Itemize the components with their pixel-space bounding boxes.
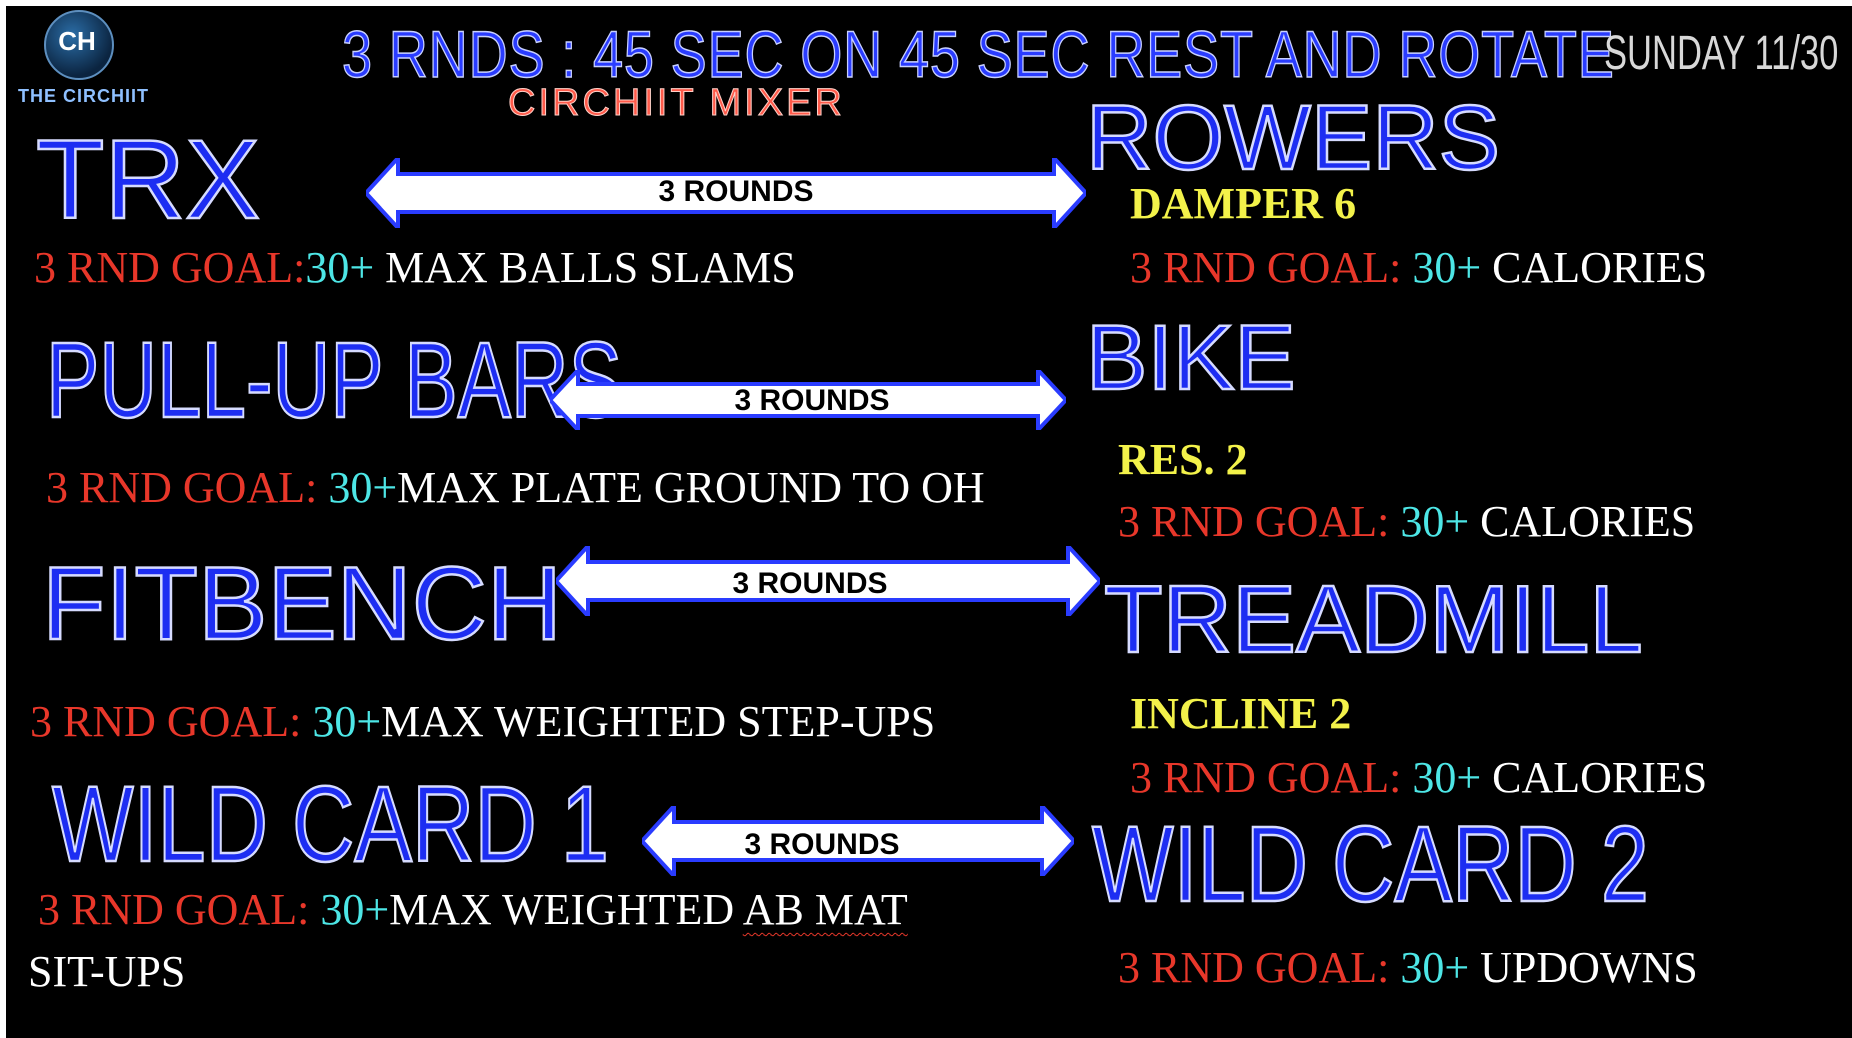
station-pullup-title: PULL-UP BARS <box>45 319 623 440</box>
rotate-arrow-1 <box>366 158 1086 228</box>
goal-target: 30+ <box>1400 497 1470 546</box>
station-rowers-title: ROWERS <box>1085 87 1502 189</box>
goal-prefix: 3 RND GOAL: <box>30 697 302 746</box>
trx-exercise: MAX BALLS SLAMS <box>385 243 796 292</box>
goal-prefix: 3 RND GOAL: <box>1118 943 1390 992</box>
goal-target: 30+ <box>1412 753 1482 802</box>
goal-target: 30+ <box>1412 243 1482 292</box>
treadmill-exercise: CALORIES <box>1492 753 1708 802</box>
page-subtitle: CIRCHIIT MIXER <box>508 82 845 125</box>
wildcard2-exercise: UPDOWNS <box>1480 943 1698 992</box>
wildcard1-exercise-line2: SIT-UPS <box>28 947 186 996</box>
treadmill-setting: INCLINE 2 <box>1130 689 1352 738</box>
treadmill-goal: 3 RND GOAL: 30+ CALORIES <box>1130 756 1707 800</box>
goal-prefix: 3 RND GOAL: <box>34 243 306 292</box>
rowers-exercise: CALORIES <box>1492 243 1708 292</box>
goal-prefix: 3 RND GOAL: <box>1118 497 1390 546</box>
bike-goal: 3 RND GOAL: 30+ CALORIES <box>1118 500 1695 544</box>
wildcard1-goal: 3 RND GOAL: 30+MAX WEIGHTED AB MAT <box>38 888 908 932</box>
pullup-exercise: MAX PLATE GROUND TO OH <box>397 463 985 512</box>
wildcard1-exercise-a: MAX WEIGHTED <box>389 885 743 934</box>
wildcard1-exercise-b: AB MAT <box>742 885 908 934</box>
rowers-setting: DAMPER 6 <box>1130 179 1357 228</box>
date-label: SUNDAY 11/30 <box>1604 27 1839 80</box>
station-treadmill-title: TREADMILL <box>1103 566 1644 673</box>
logo-monogram: CH <box>58 26 96 56</box>
arrow-1-label: 3 ROUNDS <box>658 175 814 208</box>
fitbench-goal: 3 RND GOAL: 30+MAX WEIGHTED STEP-UPS <box>30 700 935 744</box>
goal-prefix: 3 RND GOAL: <box>38 885 310 934</box>
goal-target: 30+ <box>305 243 375 292</box>
station-wildcard1-title: WILD CARD 1 <box>51 763 610 884</box>
fitbench-exercise: MAX WEIGHTED STEP-UPS <box>381 697 936 746</box>
page-title: 3 RNDS : 45 SEC ON 45 SEC REST AND ROTAT… <box>341 16 1615 92</box>
arrow-2-label: 3 ROUNDS <box>734 384 890 417</box>
goal-target: 30+ <box>312 697 382 746</box>
goal-prefix: 3 RND GOAL: <box>46 463 318 512</box>
rotate-arrow-2 <box>550 370 1066 430</box>
logo-brand: THE CIRCHIIT <box>18 86 149 106</box>
station-trx-title: TRX <box>35 117 262 242</box>
logo-badge-icon <box>44 10 114 80</box>
station-wildcard2-title: WILD CARD 2 <box>1091 803 1650 924</box>
wildcard2-goal: 3 RND GOAL: 30+ UPDOWNS <box>1118 946 1698 990</box>
goal-target: 30+ <box>1400 943 1470 992</box>
bike-setting: RES. 2 <box>1118 435 1248 484</box>
trx-goal: 3 RND GOAL:30+ MAX BALLS SLAMS <box>34 246 796 290</box>
rotate-arrow-4 <box>642 806 1074 876</box>
arrow-3-label: 3 ROUNDS <box>732 567 888 600</box>
workout-board: CH THE CIRCHIIT 3 RNDS : 45 SEC ON 45 SE… <box>6 6 1852 1038</box>
pullup-goal: 3 RND GOAL: 30+MAX PLATE GROUND TO OH <box>46 466 985 510</box>
station-bike-title: BIKE <box>1085 307 1297 409</box>
goal-target: 30+ <box>320 885 390 934</box>
rotate-arrow-3 <box>556 546 1100 616</box>
circhiit-logo: CH THE CIRCHIIT <box>18 10 148 110</box>
goal-prefix: 3 RND GOAL: <box>1130 753 1402 802</box>
arrow-4-label: 3 ROUNDS <box>744 828 900 861</box>
goal-prefix: 3 RND GOAL: <box>1130 243 1402 292</box>
rowers-goal: 3 RND GOAL: 30+ CALORIES <box>1130 246 1707 290</box>
bike-exercise: CALORIES <box>1480 497 1696 546</box>
goal-target: 30+ <box>328 463 398 512</box>
station-fitbench-title: FITBENCH <box>41 546 564 662</box>
